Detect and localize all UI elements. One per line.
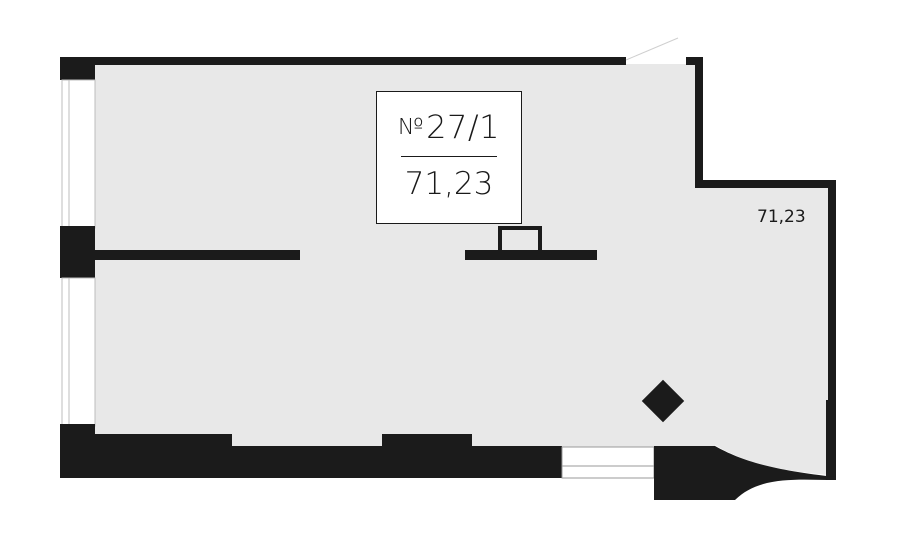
floor-area	[95, 64, 828, 475]
unit-number-prefix: №	[398, 115, 425, 140]
wall-top	[60, 57, 626, 65]
wall-top-right-stub	[686, 57, 703, 65]
window-left-upper	[61, 79, 70, 229]
wall-bottom	[60, 424, 562, 478]
unit-area: 71,23	[404, 166, 494, 202]
unit-number-value: 27/1	[426, 108, 500, 146]
door-top	[625, 37, 679, 61]
shaft	[498, 226, 542, 254]
wall-left-top	[60, 57, 95, 80]
unit-number: №27/1	[377, 108, 521, 146]
window-bottom	[561, 446, 655, 479]
wall-right-step	[695, 180, 836, 188]
wall-bottom-curved	[654, 446, 836, 500]
wall-right-lower	[828, 180, 836, 402]
partition-right	[465, 250, 597, 260]
unit-label-box: №27/1 71,23	[376, 91, 522, 224]
wall-right-upper	[695, 57, 703, 187]
label-divider	[401, 156, 497, 157]
window-left-lower-frame	[68, 277, 96, 427]
window-left-upper-frame	[68, 79, 96, 229]
partition-left	[95, 250, 300, 260]
window-left-lower	[61, 277, 70, 427]
wall-right-corner	[826, 400, 836, 480]
wall-left-mid	[60, 226, 95, 278]
room-area-label: 71,23	[757, 207, 806, 227]
